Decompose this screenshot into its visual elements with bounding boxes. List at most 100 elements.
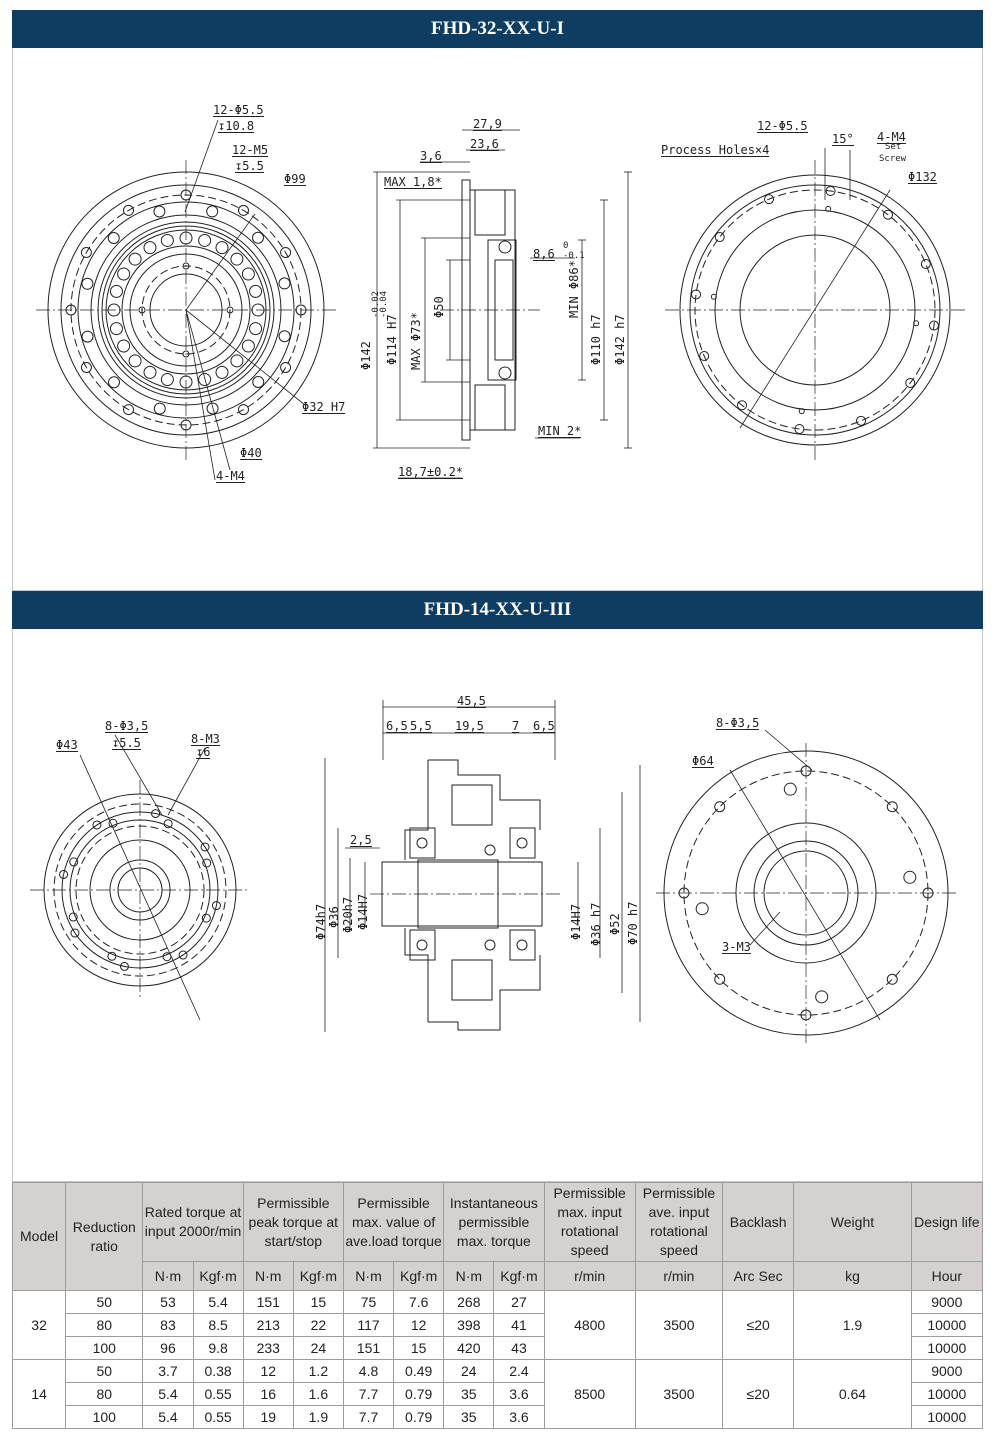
bearing [509, 929, 536, 961]
value-cell: 398 [443, 1313, 495, 1337]
bolt-hole [178, 950, 188, 960]
dimension-label: Φ36 h7 [589, 902, 603, 946]
cross-roller-bearing [451, 959, 493, 1001]
value-cell: 1.2 [292, 1359, 344, 1383]
value-cell: 22 [292, 1313, 344, 1337]
value-cell: 5.4 [192, 1290, 244, 1314]
value-cell: 53 [142, 1290, 194, 1314]
bolt-hole [794, 423, 805, 434]
header-backlash: Backlash [722, 1182, 795, 1262]
unit-header: Arc Sec [722, 1261, 795, 1291]
dimension-label: 8-M3 [191, 732, 220, 746]
dimension-label: 8-Φ3,5 [105, 719, 149, 733]
circle-outline [77, 201, 295, 419]
value-cell: 1.6 [292, 1382, 344, 1406]
value-cell: 7.7 [342, 1382, 395, 1406]
bolt-hole [714, 232, 725, 243]
value-cell: 8.5 [192, 1313, 244, 1337]
tapped-hole [138, 306, 146, 314]
unit-header: N·m [342, 1261, 395, 1291]
bolt-hole [81, 330, 94, 343]
bolt-hole [80, 247, 92, 258]
value-cell: 420 [443, 1336, 495, 1360]
dimension-line [749, 911, 781, 946]
value-cell: 75 [342, 1290, 395, 1314]
dimension-line [739, 189, 891, 429]
dimension-label: 19,5 [455, 719, 484, 733]
value-cell: 0.55 [192, 1382, 244, 1406]
dimension-label: 6,5 [533, 719, 555, 733]
bolt-hole [251, 231, 264, 244]
value-cell: 0.79 [393, 1405, 445, 1429]
value-cell: 15 [393, 1336, 445, 1360]
tapped-hole [202, 858, 212, 868]
section-title-fhd-14: FHD-14-XX-U-III [12, 591, 983, 629]
dimension-label: MIN Φ86* [567, 260, 581, 318]
tapped-hole [903, 870, 917, 884]
dimension-line [185, 309, 216, 481]
drawing-panel-fhd-14 [12, 629, 983, 1182]
value-cell: 3.7 [142, 1359, 194, 1383]
ratio-cell: 50 [65, 1290, 144, 1314]
value-cell: 24 [443, 1359, 495, 1383]
dimension-label: MAX 1,8* [384, 175, 442, 189]
value-cell: 1.9 [292, 1405, 344, 1429]
dimension-label: Φ14H7 [569, 903, 583, 940]
process-hole [710, 293, 717, 300]
dimension-label: 3-M3 [722, 940, 751, 954]
bolt-hole [107, 232, 120, 245]
unit-header: Kgf·m [292, 1261, 344, 1291]
dimension-label: 7 [512, 719, 520, 733]
ball [416, 837, 428, 849]
bolt-hole [691, 289, 702, 300]
bolt-hole [238, 204, 249, 216]
header-ave-load-torque: Permissible max. value of ave.load torqu… [342, 1182, 445, 1262]
tapped-hole [182, 350, 190, 358]
unit-header: Hour [910, 1261, 984, 1291]
value-cell: 233 [242, 1336, 294, 1360]
bolt-hole [882, 209, 893, 220]
rear-view-fhd-14 [656, 729, 956, 1043]
design-life-cell: 10000 [910, 1382, 984, 1406]
tapped-hole [68, 912, 78, 922]
value-cell: 43 [493, 1336, 545, 1360]
header-rated-torque: Rated torque at input 2000r/min [142, 1182, 244, 1262]
unit-header: r/min [634, 1261, 724, 1291]
dimension-label: Φ20h7 [341, 896, 355, 933]
dimension-label: 5,5 [410, 719, 432, 733]
bolt-hole [763, 194, 774, 205]
bearing [474, 189, 506, 236]
bearing-roller [128, 252, 142, 266]
bolt-hole [80, 362, 92, 373]
tapped-hole [69, 857, 79, 867]
dimension-label: 12-Φ5.5 [213, 103, 264, 117]
dimension-label: Φ32 H7 [302, 400, 346, 414]
ratio-cell: 80 [65, 1313, 144, 1337]
bearing-roller [160, 233, 174, 247]
dimension-label: Screw [879, 154, 907, 164]
unit-header: N·m [443, 1261, 495, 1291]
tapped-hole [107, 951, 117, 961]
dimension-label: Φ114 H7 [385, 314, 399, 365]
ball [484, 844, 496, 856]
section-view-fhd-14 [324, 700, 641, 1032]
value-cell: 268 [443, 1290, 495, 1314]
bolt-hole [280, 247, 292, 258]
dimension-label: Φ142 h7 [613, 314, 627, 365]
bolt-hole [699, 351, 710, 362]
bearing-roller [230, 252, 244, 266]
bearing-roller [109, 284, 123, 298]
value-cell: 15 [292, 1290, 344, 1314]
value-cell: 35 [443, 1405, 495, 1429]
bearing-roller [143, 365, 157, 379]
value-cell: 83 [142, 1313, 194, 1337]
bolt-hole [123, 204, 134, 216]
dimension-label: 45,5 [457, 694, 486, 708]
unit-header: r/min [543, 1261, 636, 1291]
bolt-hole [70, 928, 80, 938]
dimension-label: 27,9 [473, 117, 502, 131]
bolt-hole [153, 205, 166, 218]
